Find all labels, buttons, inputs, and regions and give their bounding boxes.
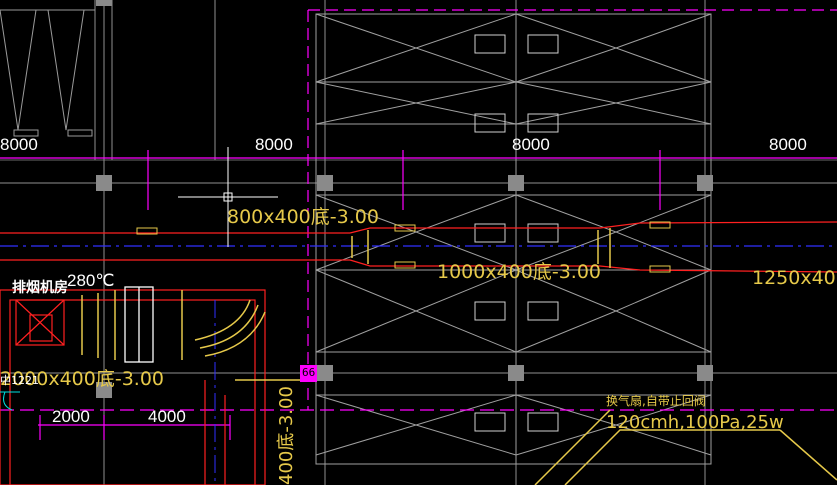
code-label: 中1221 — [0, 374, 39, 387]
room-label: 排烟机房 — [12, 280, 68, 296]
dim-bottom-a: 2000 — [52, 407, 90, 426]
dim-bottom-b: 4000 — [148, 407, 186, 426]
tag-label: 66 — [302, 366, 316, 379]
dim-top-right: 8000 — [769, 135, 807, 154]
door-symbol — [0, 391, 20, 411]
cad-crosshair-cursor[interactable] — [178, 147, 278, 247]
duct-label-800x400: 800x400底-3.00 — [227, 206, 379, 228]
temperature-label: 280℃ — [67, 271, 115, 290]
dim-top-mid2: 8000 — [512, 135, 550, 154]
duct-label-1250x400: 1250x400 — [752, 267, 837, 289]
fan-spec-label: 120cmh,100Pa,25w — [606, 412, 784, 433]
columns — [96, 0, 713, 398]
fire-damper — [15, 299, 65, 346]
dim-top-mid1: 8000 — [255, 135, 293, 154]
tag-box — [300, 365, 317, 382]
left-truss — [0, 9, 95, 137]
magenta-lines — [0, 9, 837, 440]
exhaust-fan-unit — [124, 286, 154, 363]
duct-label-1000x400: 1000x400底-3.00 — [437, 261, 602, 283]
dim-top-left: 8000 — [0, 135, 38, 154]
duct-fittings — [81, 228, 837, 485]
fan-note-label: 换气扇,自带止回阀 — [606, 394, 706, 408]
fixture-symbols — [474, 34, 559, 432]
duct-label-2000x400: 2000x400底-3.00 — [0, 368, 165, 390]
duct-label-vertical: 400底-3.00 — [276, 386, 297, 485]
diffusers — [136, 221, 671, 273]
